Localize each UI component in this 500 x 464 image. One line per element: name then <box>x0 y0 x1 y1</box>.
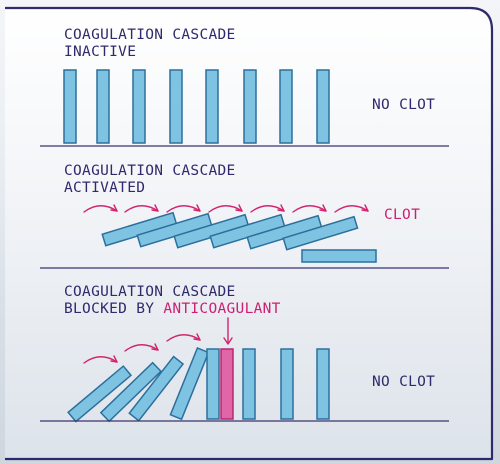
domino <box>169 69 183 144</box>
panel-activated-title-line1: COAGULATION CASCADE <box>64 163 236 179</box>
panel-activated-arrows <box>83 204 369 213</box>
domino <box>67 365 133 423</box>
panel-activated-outcome: CLOT <box>384 207 420 223</box>
panel-blocked-dominoes <box>67 347 330 423</box>
arrow-icon <box>83 355 118 364</box>
arrow-icon <box>208 204 243 213</box>
domino <box>206 348 220 420</box>
domino <box>316 69 330 144</box>
panel-blocked-title-prefix: BLOCKED BY <box>64 301 154 317</box>
domino <box>63 69 77 144</box>
anticoagulant-label: ANTICOAGULANT <box>163 301 280 317</box>
domino <box>128 355 185 422</box>
panel-blocked-title-line2: BLOCKED BY ANTICOAGULANT <box>64 301 281 317</box>
panel-activated: COAGULATION CASCADE ACTIVATED CLOT <box>40 163 449 269</box>
domino <box>169 347 210 421</box>
arrow-icon <box>83 204 118 213</box>
domino <box>99 361 163 423</box>
domino <box>96 69 110 144</box>
panel-blocked-outcome: NO CLOT <box>372 374 435 390</box>
arrow-icon <box>334 204 369 213</box>
panel-inactive-outcome: NO CLOT <box>372 97 435 113</box>
arrow-icon <box>292 204 327 213</box>
panel-inactive-title-line2: INACTIVE <box>64 44 136 60</box>
domino <box>301 249 377 263</box>
panel-inactive-dominoes <box>63 69 330 144</box>
anticoagulant-pointer-arrow-icon <box>223 317 233 345</box>
arrow-icon <box>166 204 201 213</box>
arrow-icon <box>250 204 285 213</box>
panel-blocked-arrows <box>83 333 201 364</box>
panel-activated-title-line2: ACTIVATED <box>64 180 145 196</box>
panel-inactive-title-line1: COAGULATION CASCADE <box>64 27 236 43</box>
domino <box>243 69 257 144</box>
arrow-icon <box>124 343 159 352</box>
panel-blocked: COAGULATION CASCADE BLOCKED BY ANTICOAGUL… <box>40 284 449 423</box>
domino <box>279 69 293 144</box>
domino <box>242 348 256 420</box>
domino <box>280 348 294 420</box>
panel-inactive: COAGULATION CASCADE INACTIVE NO CLOT <box>40 27 449 147</box>
domino <box>282 215 359 251</box>
arrow-icon <box>166 333 201 342</box>
arrow-icon <box>124 204 159 213</box>
domino <box>316 348 330 420</box>
panel-activated-dominoes <box>101 211 377 263</box>
panel-blocked-title-line1: COAGULATION CASCADE <box>64 284 236 300</box>
domino <box>132 69 146 144</box>
domino <box>205 69 219 144</box>
anticoagulant-domino <box>220 348 234 420</box>
